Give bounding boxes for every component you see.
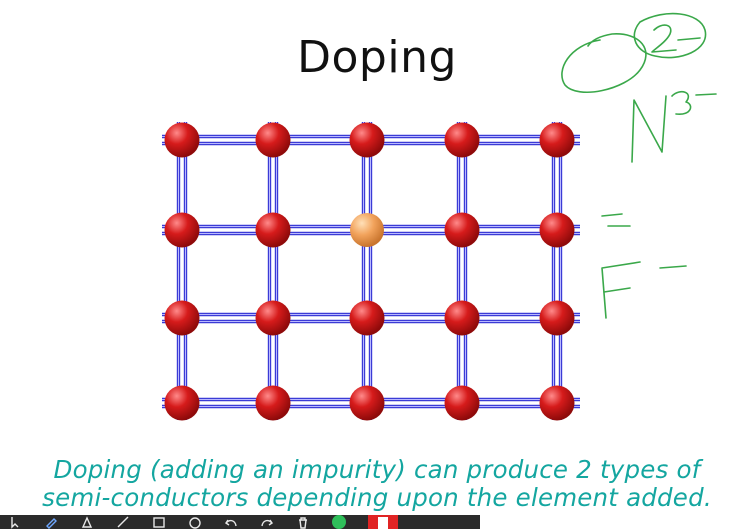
vertical-bond-col-4 xyxy=(456,122,468,420)
lattice-atom xyxy=(164,212,200,248)
lattice-atom xyxy=(349,300,385,336)
lattice-atom xyxy=(444,122,480,158)
lattice-atom xyxy=(539,122,575,158)
lattice-atom xyxy=(349,385,385,421)
lattice-atom xyxy=(539,385,575,421)
green-color-swatch[interactable] xyxy=(332,515,346,529)
redo-icon[interactable] xyxy=(260,515,274,529)
lattice-atom xyxy=(539,300,575,336)
undo-icon[interactable] xyxy=(224,515,238,529)
caption-line-2: semi-conductors depending upon the eleme… xyxy=(42,483,712,512)
lattice-atom xyxy=(164,300,200,336)
lattice-atom xyxy=(164,122,200,158)
line-icon[interactable] xyxy=(116,515,130,529)
vertical-bond-col-1 xyxy=(176,122,188,420)
lattice-atom xyxy=(444,300,480,336)
lattice-atom xyxy=(349,122,385,158)
select-arrow-icon[interactable] xyxy=(8,515,22,529)
lattice-atom xyxy=(255,300,291,336)
trash-icon[interactable] xyxy=(296,515,310,529)
vertical-bond-col-5 xyxy=(551,122,563,420)
lattice-atom xyxy=(444,385,480,421)
vertical-bond-col-2 xyxy=(267,122,279,420)
caption-line-1: Doping (adding an impurity) can produce … xyxy=(53,455,701,484)
lattice-atom xyxy=(444,212,480,248)
vertical-bond-col-3 xyxy=(361,122,373,420)
annotation-toolbar xyxy=(0,515,480,529)
lattice-atom xyxy=(539,212,575,248)
lattice-atom xyxy=(255,212,291,248)
red-color-swatch[interactable] xyxy=(368,515,398,529)
slide-title: Doping xyxy=(297,32,457,83)
lattice-atom xyxy=(164,385,200,421)
lattice-atom xyxy=(255,385,291,421)
lattice-atom xyxy=(255,122,291,158)
pen-icon[interactable] xyxy=(44,515,58,529)
rectangle-icon[interactable] xyxy=(152,515,166,529)
ellipse-icon[interactable] xyxy=(188,515,202,529)
impurity-atom xyxy=(350,213,384,247)
highlighter-icon[interactable] xyxy=(80,515,94,529)
